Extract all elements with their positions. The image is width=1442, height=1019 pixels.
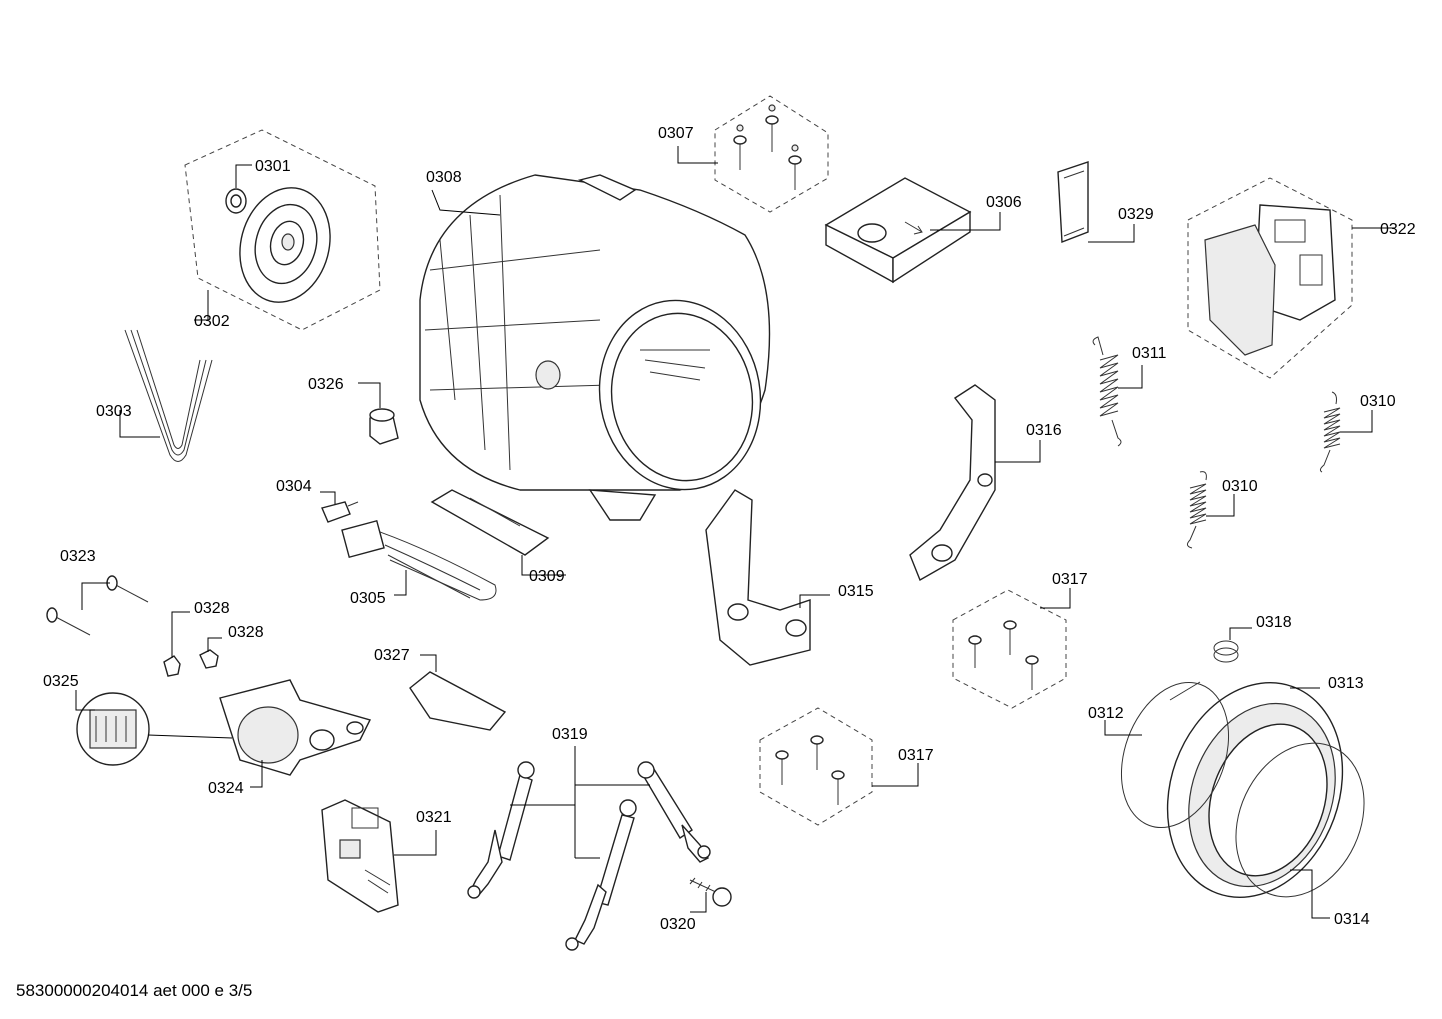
- screw-0320: [689, 877, 732, 907]
- label-0324: 0324: [208, 780, 244, 797]
- label-0310a: 0310: [1360, 393, 1396, 410]
- label-0325: 0325: [43, 673, 79, 690]
- leader-0304: [320, 491, 336, 504]
- leader-0315: [799, 594, 830, 608]
- leader-0323: [81, 582, 110, 610]
- leader-0310a: [1340, 410, 1373, 433]
- label-0317a: 0317: [1052, 571, 1088, 588]
- label-0319: 0319: [552, 726, 588, 743]
- leader-0306: [930, 212, 1001, 231]
- shock-absorbers: [467, 761, 711, 951]
- label-0313: 0313: [1328, 675, 1364, 692]
- leader-0309: [521, 555, 566, 576]
- label-0311: 0311: [1132, 345, 1167, 362]
- leader-0317a: [1040, 588, 1071, 609]
- label-0327: 0327: [374, 647, 410, 664]
- label-0316: 0316: [1026, 422, 1062, 439]
- leader-0317b: [872, 763, 919, 787]
- counterweight-lower: [705, 489, 811, 666]
- motor: [219, 679, 372, 776]
- leader-0301: [235, 164, 252, 188]
- leader-0328b: [207, 637, 222, 652]
- leader-0325: [75, 690, 95, 711]
- label-0306: 0306: [986, 194, 1022, 211]
- label-0321: 0321: [416, 809, 452, 826]
- label-0317b: 0317: [898, 747, 934, 764]
- panel-part: [1057, 161, 1089, 243]
- label-0326: 0326: [308, 376, 344, 393]
- screws-group-top: [714, 95, 829, 213]
- label-0304: 0304: [276, 478, 312, 495]
- screws-0323: [46, 575, 149, 636]
- pulley-group: [184, 129, 381, 331]
- leader-0326: [358, 382, 381, 408]
- ntc-sensor: [321, 501, 359, 523]
- screws-group-right: [952, 589, 1067, 709]
- pressure-sensor: [369, 408, 399, 445]
- spring-0310-lower: [1186, 471, 1207, 549]
- leader-0310b: [1206, 494, 1235, 517]
- leader-0320: [690, 892, 707, 913]
- label-0303: 0303: [96, 403, 132, 420]
- leader-0316: [995, 440, 1041, 463]
- label-0315: 0315: [838, 583, 874, 600]
- label-0309: 0309: [529, 568, 565, 585]
- label-0320: 0320: [660, 916, 696, 933]
- leader-0307: [677, 146, 718, 164]
- label-0308: 0308: [426, 169, 462, 186]
- leader-0314: [1290, 869, 1330, 919]
- label-0314: 0314: [1334, 911, 1370, 928]
- spring-0310-upper: [1319, 391, 1341, 473]
- leader-0318: [1229, 627, 1252, 640]
- label-0312: 0312: [1088, 705, 1124, 722]
- control-board: [321, 799, 399, 913]
- label-0310b: 0310: [1222, 478, 1258, 495]
- label-0302: 0302: [194, 313, 230, 330]
- heater: [341, 519, 497, 601]
- drum-lifter: [430, 489, 550, 556]
- leader-0328a: [171, 611, 190, 658]
- leader-0329: [1088, 224, 1135, 243]
- label-0323: 0323: [60, 548, 96, 565]
- label-0322: 0322: [1380, 221, 1416, 238]
- leader-0327: [420, 654, 437, 672]
- leader-0321: [394, 830, 437, 856]
- clamp-ring: [1120, 681, 1230, 829]
- electronic-module-group: [1187, 177, 1353, 379]
- counterweight-upper: [909, 384, 996, 582]
- motor-connector: [76, 692, 233, 766]
- leader-0303: [119, 410, 160, 438]
- label-0307: 0307: [658, 125, 694, 142]
- document-footer: 58300000204014 aet 000 e 3/5: [16, 981, 253, 1000]
- label-0318: 0318: [1256, 614, 1292, 631]
- leader-0308: [431, 189, 501, 216]
- leader-0302: [194, 290, 209, 321]
- label-0329: 0329: [1118, 206, 1154, 223]
- leader-0324: [250, 760, 263, 788]
- leader-0312: [1104, 720, 1142, 736]
- label-0328a: 0328: [194, 600, 230, 617]
- label-0305: 0305: [350, 590, 386, 607]
- door-seal: [1166, 682, 1365, 898]
- foam-pad: [409, 671, 507, 731]
- hose-clamp: [1213, 640, 1239, 663]
- spring-0311: [1092, 336, 1122, 447]
- leader-0311: [1118, 365, 1143, 389]
- tub: [419, 174, 771, 521]
- belt: [124, 329, 213, 462]
- screws-group-bottom: [759, 707, 873, 826]
- leader-0305: [394, 570, 407, 596]
- nuts-0328: [163, 649, 219, 677]
- label-0301: 0301: [255, 158, 291, 175]
- label-0328b: 0328: [228, 624, 264, 641]
